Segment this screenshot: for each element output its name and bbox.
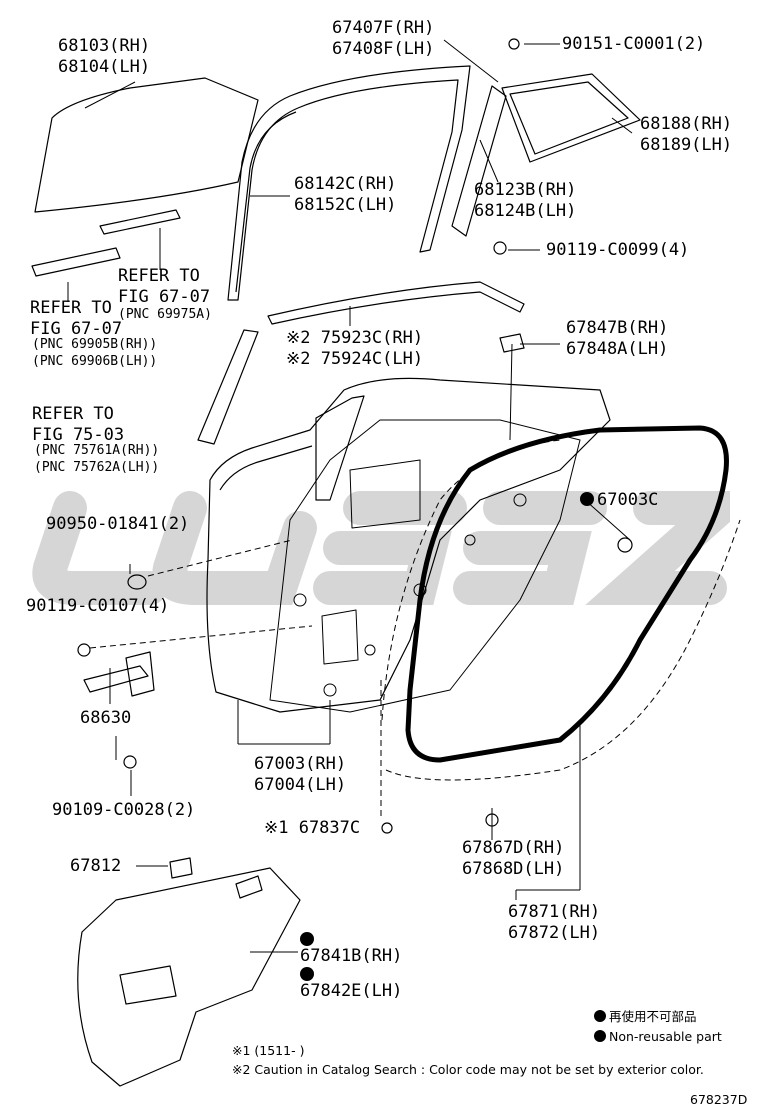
figure-code: 678237D	[690, 1092, 748, 1107]
label-cover-67847: 67847B(RH)67848A(LH)	[566, 318, 669, 359]
quarter-glass-frame	[451, 73, 641, 237]
legend-en: Non-reusable part	[594, 1029, 722, 1045]
label-weatherstrip-clip: 67867D(RH)67868D(LH)	[462, 838, 565, 879]
label-quarter-glass: 68123B(RH)68124B(LH)	[474, 180, 577, 221]
leader-lines	[67, 39, 633, 953]
small-parts	[77, 38, 633, 879]
non-reusable-dot-icon	[594, 1010, 606, 1022]
door-weatherstrip	[405, 425, 729, 763]
note-2: ※2 Caution in Catalog Search : Color cod…	[232, 1062, 704, 1077]
door-glass	[34, 77, 259, 213]
roof-moulding	[267, 281, 525, 325]
door-inner-panel	[269, 419, 581, 713]
door-check	[83, 651, 155, 697]
label-plug-01841: 90950-01841(2)	[46, 514, 190, 534]
label-quarter-glass-frame: 68188(RH)68189(LH)	[640, 114, 733, 155]
label-weatherstrip: 67871(RH)67872(LH)	[508, 902, 601, 943]
label-bolt-0099: 90119-C0099(4)	[546, 240, 690, 260]
label-roof-moulding: ※2 75923C(RH)※2 75924C(LH)	[286, 328, 424, 369]
note-1: ※1 (1511- )	[232, 1043, 305, 1058]
non-reusable-dot-icon	[594, 1030, 606, 1042]
service-hole-cover	[77, 867, 301, 1087]
watermark-logo	[32, 491, 730, 605]
weatherstrip-outline	[381, 439, 741, 781]
label-run-channel: 67407F(RH)67408F(LH)	[332, 18, 435, 59]
door-outer-panel	[206, 377, 611, 713]
label-bolt-0028: 90109-C0028(2)	[52, 800, 196, 820]
label-center-channel: 68142C(RH)68152C(LH)	[294, 174, 397, 215]
label-clip-67003c: 67003C	[580, 490, 658, 511]
non-reusable-dot-icon	[300, 932, 314, 946]
frame-garnish	[197, 329, 259, 445]
label-cover-67812: 67812	[70, 856, 122, 876]
legend-jp: 再使用不可部品	[594, 1009, 697, 1025]
non-reusable-dot-icon	[300, 967, 314, 981]
label-bolt-0107: 90119-C0107(4)	[26, 596, 170, 616]
label-pnc-69975a: (PNC 69975A)	[118, 307, 212, 322]
label-door-glass: 68103(RH)68104(LH)	[58, 36, 151, 77]
non-reusable-dot-icon	[580, 492, 594, 506]
label-pnc-75761-75762: (PNC 75761A(RH))(PNC 75762A(LH))	[34, 443, 160, 475]
belt-mouldings	[31, 209, 181, 277]
run-channel	[227, 65, 471, 301]
label-door-panel: 67003(RH)67004(LH)	[254, 754, 347, 795]
label-door-check: 68630	[80, 708, 132, 728]
label-plug-67837: ※1 67837C	[264, 818, 361, 838]
label-pnc-69905-69906: (PNC 69905B(RH))(PNC 69906B(LH))	[32, 337, 158, 369]
label-service-hole-cover: 67841B(RH) 67842E(LH)	[300, 932, 402, 1002]
label-clip-0001: 90151-C0001(2)	[562, 34, 706, 54]
